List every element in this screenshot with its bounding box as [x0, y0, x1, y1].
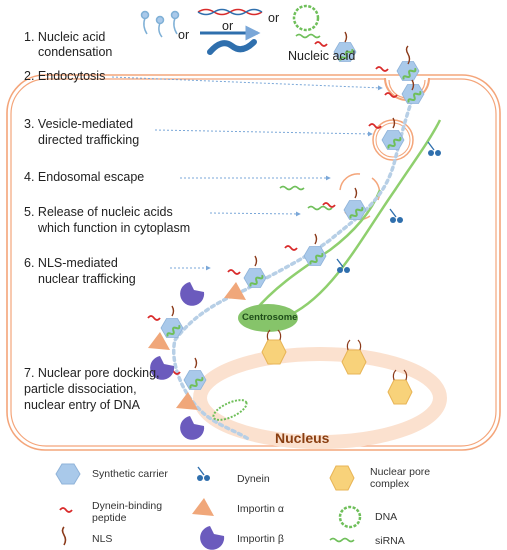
nucleus-envelope [193, 347, 447, 449]
legend-importin-alpha-icon [192, 498, 214, 516]
importin-alpha [176, 392, 198, 410]
top-condensation-icons [140, 4, 321, 55]
nls-signal [171, 31, 415, 369]
step-5-label-line2: which function in cytoplasm [38, 221, 191, 235]
legend-dynein-icon [197, 466, 210, 481]
legend-carrier-label: Synthetic carrier [92, 468, 168, 480]
dynein-motor [337, 150, 441, 273]
synthetic-carrier [396, 60, 420, 82]
step-7-label-line3: nuclear entry of DNA [24, 398, 141, 412]
legend-nls-label: NLS [92, 533, 113, 545]
importin-beta [180, 416, 205, 440]
importin-beta [150, 356, 175, 380]
importin-beta [180, 282, 205, 306]
trafficking-path [172, 98, 414, 442]
legend-sirna-label: siRNA [375, 535, 405, 547]
legend-peptide-icon [59, 507, 73, 513]
legend-dynein-label: Dynein [237, 473, 270, 485]
free-sirna [279, 185, 333, 211]
step-7-label-line2: particle dissociation, [24, 382, 137, 396]
step-3-label: 3. Vesicle-mediated [24, 117, 134, 131]
step-7-label: 7. Nuclear pore docking, [24, 366, 160, 380]
step-6-label: 6. NLS-mediated [24, 256, 118, 270]
legend-importin-alpha-label: Importin α [237, 503, 284, 515]
legend-importin-beta-label: Importin β [237, 533, 284, 545]
step-2-label: 2. Endocytosis [24, 69, 106, 83]
centrosome [238, 304, 298, 332]
step-3-label-line2: directed trafficking [38, 133, 140, 147]
legend-dna-icon [338, 505, 362, 529]
synthetic-carrier [343, 199, 367, 221]
entering-dna [212, 399, 248, 421]
legend-dna-label: DNA [375, 511, 398, 523]
importin-alpha [224, 282, 246, 300]
or-label-1: or [178, 28, 190, 42]
legend-pore-icon [329, 465, 355, 491]
legend-pore-label-2: complex [370, 478, 410, 490]
nucleus-label: Nucleus [275, 430, 330, 446]
step-4-label: 4. Endosomal escape [24, 170, 145, 184]
synthetic-carrier [303, 245, 327, 267]
legend-nls-icon [61, 526, 67, 546]
ruptured-endosome [339, 173, 361, 191]
importin-alpha [148, 332, 170, 350]
or-label-2: or [222, 19, 234, 33]
cell-membrane-inner [10, 78, 497, 447]
legend-peptide-label: Dynein-binding [92, 500, 163, 512]
legend-importin-beta-icon [200, 526, 225, 550]
step-arrows [111, 76, 383, 271]
dynein-stalk [336, 141, 435, 268]
endosome-vesicle [372, 119, 414, 161]
step-5-label: 5. Release of nucleic acids [24, 205, 173, 219]
legend-pore-label: Nuclear pore [370, 466, 431, 478]
step-1-label-line2: condensation [38, 45, 113, 59]
legend-icons [55, 463, 362, 550]
or-label-3: or [268, 11, 280, 25]
synthetic-carrier [243, 267, 267, 289]
microtubule-2 [248, 189, 382, 318]
microtubule-1 [282, 119, 442, 320]
legend-sirna-icon [329, 537, 355, 543]
legend-peptide-label-2: peptide [92, 512, 127, 524]
step-1-label: 1. Nucleic acid [24, 30, 106, 44]
legend-carrier-icon [55, 463, 81, 485]
nuclear-pore-complex [261, 339, 413, 405]
centrosome-label: Centrosome [242, 312, 298, 323]
cell-membrane-outer [6, 74, 501, 451]
step-6-label-line2: nuclear trafficking [38, 272, 136, 286]
nucleic-acid-label: Nucleic acid [288, 49, 356, 63]
